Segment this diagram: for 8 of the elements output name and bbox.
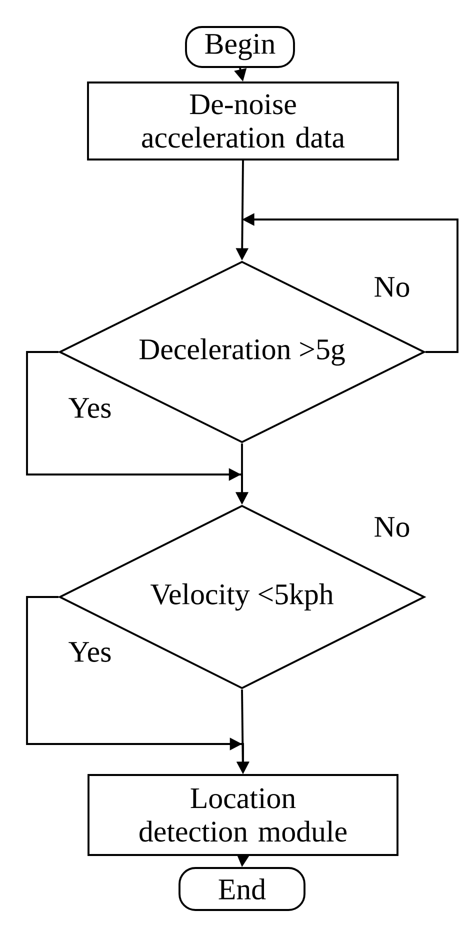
terminal-box: Begin xyxy=(185,26,295,68)
edge-label: No xyxy=(372,275,412,299)
process-box: De-noise acceleration data xyxy=(87,82,399,160)
terminal-box: End xyxy=(178,867,306,911)
edge-label: Yes xyxy=(66,640,114,664)
edge-label: Yes xyxy=(66,396,114,420)
branch-label: No xyxy=(374,517,410,537)
process-box: Location detection module xyxy=(88,774,398,856)
